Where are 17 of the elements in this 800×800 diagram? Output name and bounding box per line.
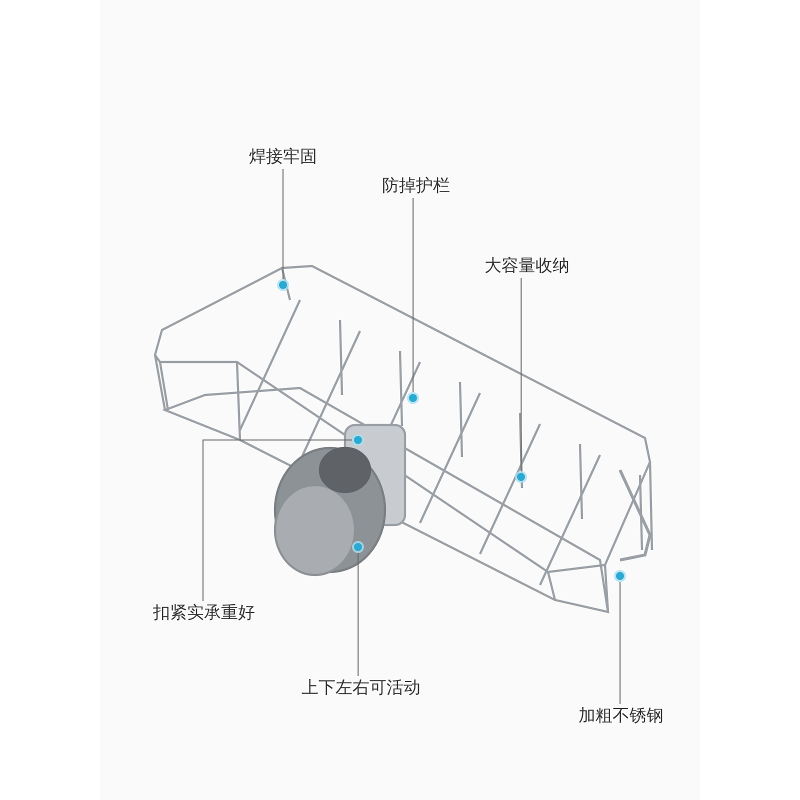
marker-dot	[352, 434, 364, 446]
callout-label: 防掉护栏	[382, 176, 450, 196]
marker-dot	[515, 471, 527, 483]
marker-dot	[352, 541, 364, 553]
leader-line	[202, 440, 352, 602]
callout-label: 扣紧实承重好	[153, 603, 255, 623]
callout-label: 大容量收纳	[484, 256, 570, 276]
leader-line	[412, 198, 414, 392]
leader-line	[620, 582, 621, 704]
marker-dot	[407, 392, 419, 404]
callout-label: 焊接牢固	[249, 147, 317, 167]
leader-line	[282, 168, 284, 280]
marker-dot	[277, 279, 289, 291]
callout-label: 加粗不锈钢	[578, 706, 664, 726]
callout-label: 上下左右可活动	[302, 678, 420, 698]
marker-dot	[614, 570, 626, 582]
leader-line	[520, 278, 522, 472]
